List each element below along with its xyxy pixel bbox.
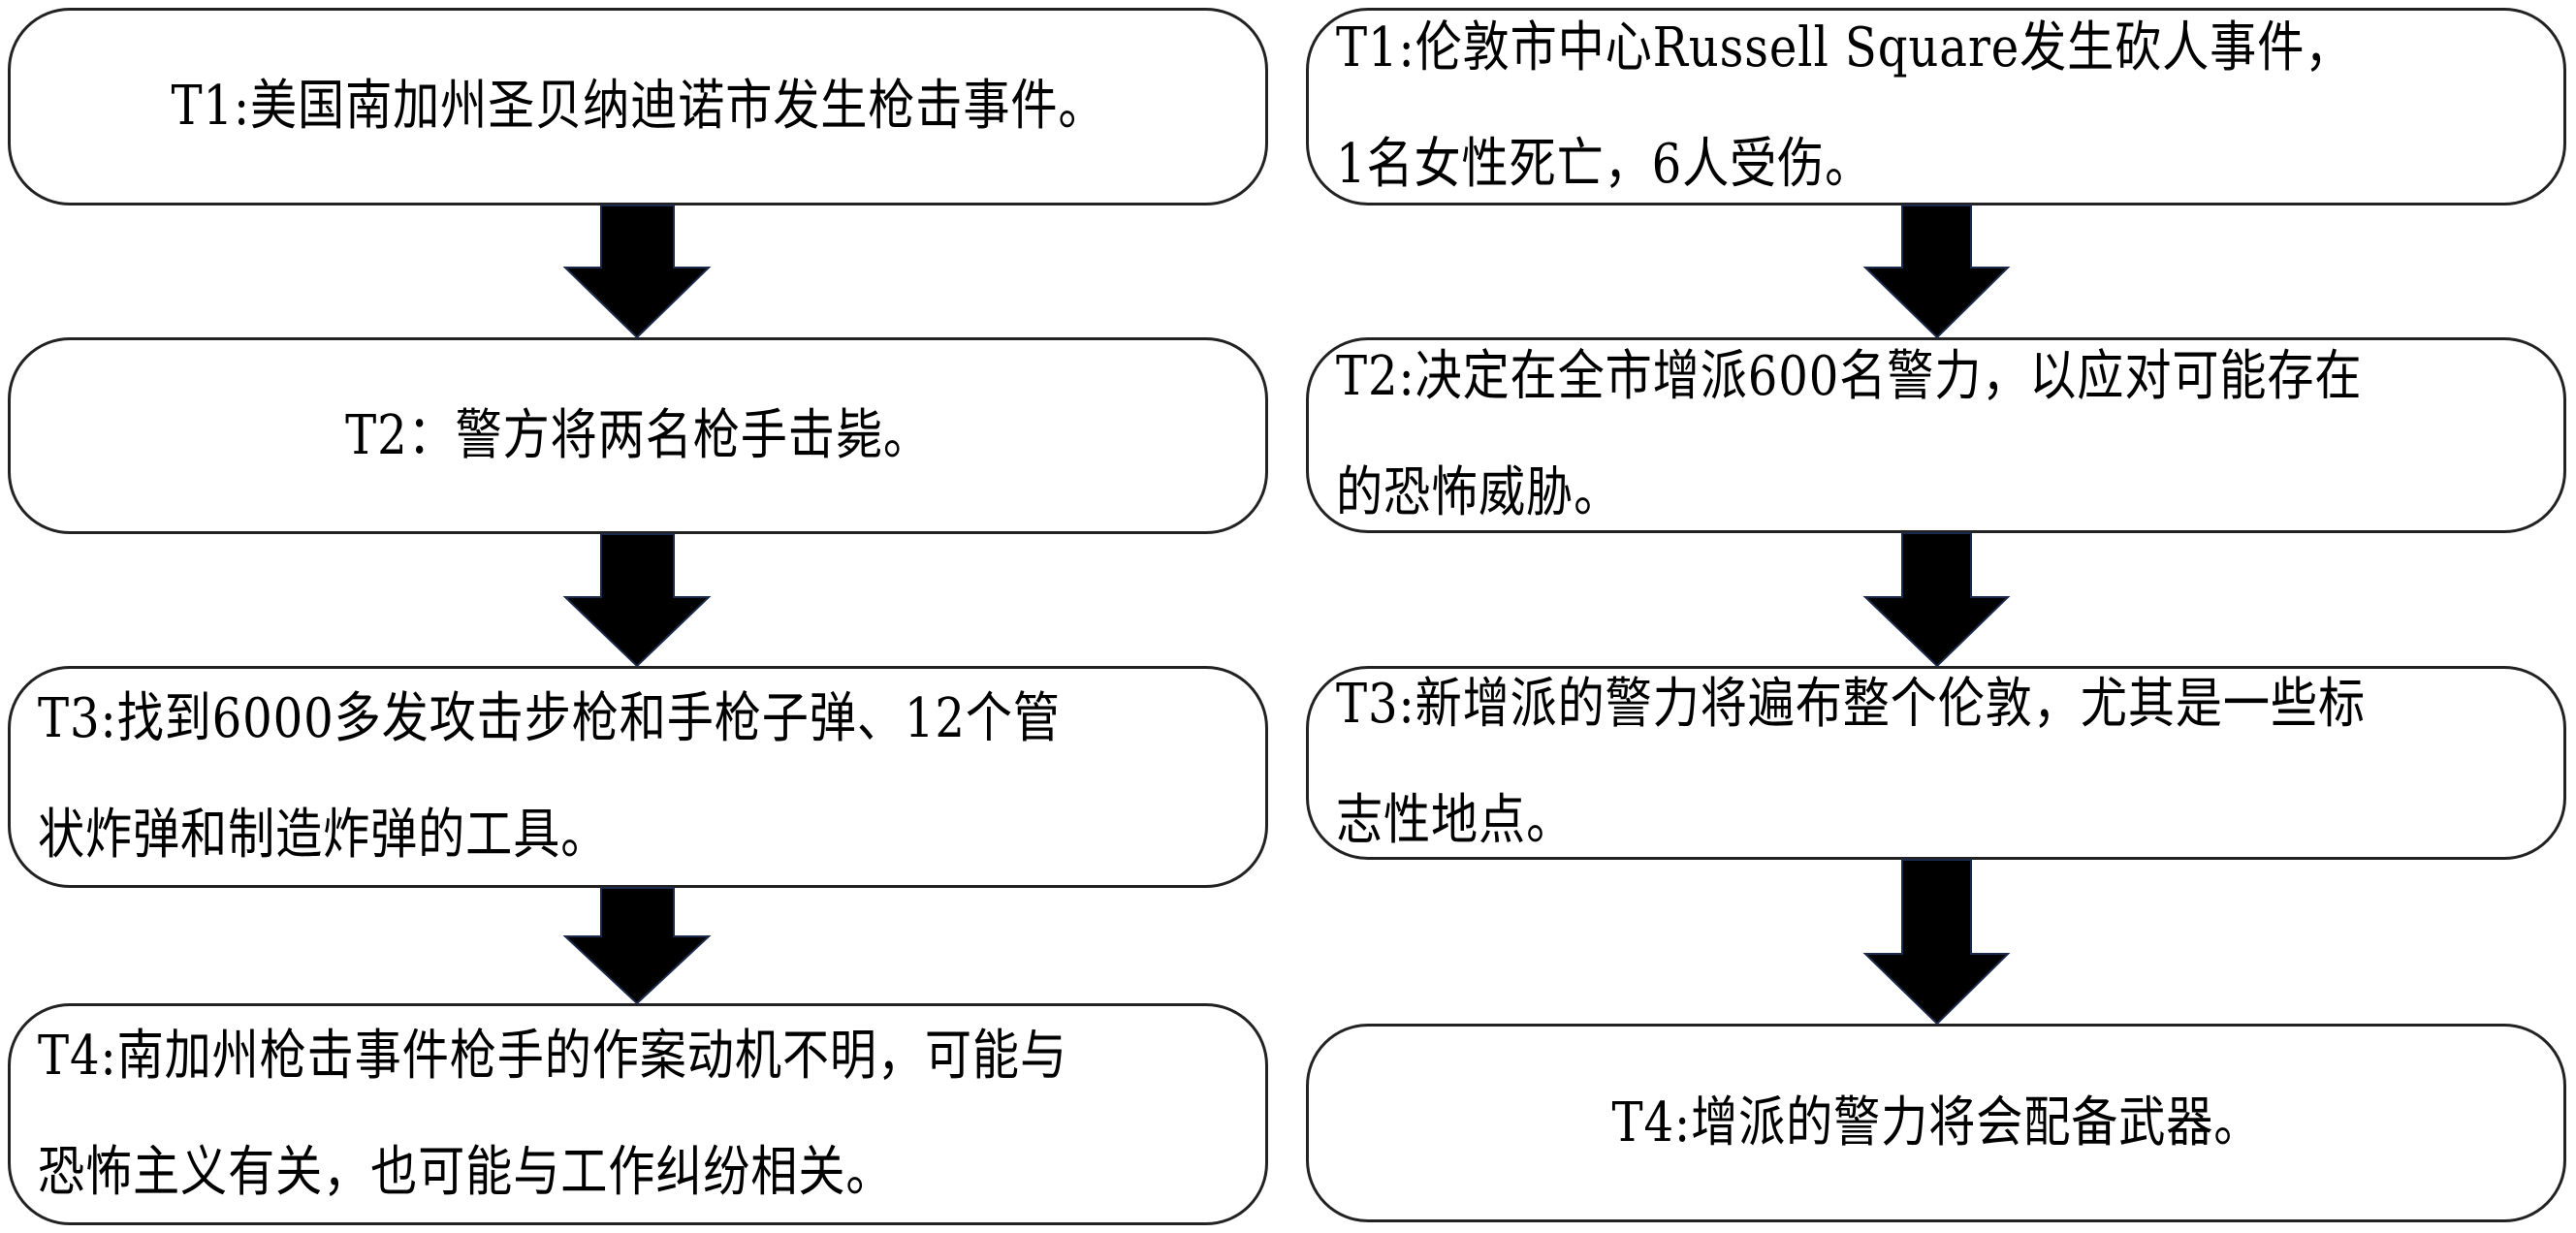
right-step-t3: T3:新增派的警力将遍布整个伦敦，尤其是一些标志性地点。: [1306, 666, 2566, 860]
right-step-t1: T1:伦敦市中心Russell Square发生砍人事件，1名女性死亡，6人受伤…: [1306, 8, 2566, 206]
right-step-t2-text: T2:决定在全市增派600名警力，以应对可能存在的恐怖威胁。: [1336, 345, 2363, 524]
left-step-t4: T4:南加州枪击事件枪手的作案动机不明，可能与恐怖主义有关，也可能与工作纠纷相关…: [8, 1003, 1268, 1225]
left-step-t3-text: T3:找到6000多发攻击步枪和手枪子弹、12个管状炸弹和制造炸弹的工具。: [38, 686, 1061, 867]
left-step-t2-text: T2：警方将两名枪手击毙。: [345, 403, 931, 467]
arrow-down-icon: [562, 887, 712, 1005]
arrow-down-icon: [1862, 205, 2011, 339]
arrow-down-icon: [1862, 859, 2011, 1026]
left-step-t3: T3:找到6000多发攻击步枪和手枪子弹、12个管状炸弹和制造炸弹的工具。: [8, 666, 1268, 888]
left-step-t1: T1:美国南加州圣贝纳迪诺市发生枪击事件。: [8, 8, 1268, 206]
left-step-t2: T2：警方将两名枪手击毙。: [8, 337, 1268, 534]
right-step-t4-text: T4:增派的警力将会配备武器。: [1611, 1091, 2261, 1154]
left-step-t1-text: T1:美国南加州圣贝纳迪诺市发生枪击事件。: [171, 75, 1105, 138]
arrow-down-icon: [562, 533, 712, 668]
right-step-t3-text: T3:新增派的警力将遍布整个伦敦，尤其是一些标志性地点。: [1336, 673, 2366, 852]
arrow-down-icon: [562, 205, 712, 339]
left-step-t4-text: T4:南加州枪击事件枪手的作案动机不明，可能与恐怖主义有关，也可能与工作纠纷相关…: [38, 1024, 1067, 1204]
right-step-t2: T2:决定在全市增派600名警力，以应对可能存在的恐怖威胁。: [1306, 337, 2566, 533]
right-step-t4: T4:增派的警力将会配备武器。: [1306, 1024, 2566, 1222]
right-step-t1-text: T1:伦敦市中心Russell Square发生砍人事件，1名女性死亡，6人受伤…: [1336, 16, 2353, 196]
